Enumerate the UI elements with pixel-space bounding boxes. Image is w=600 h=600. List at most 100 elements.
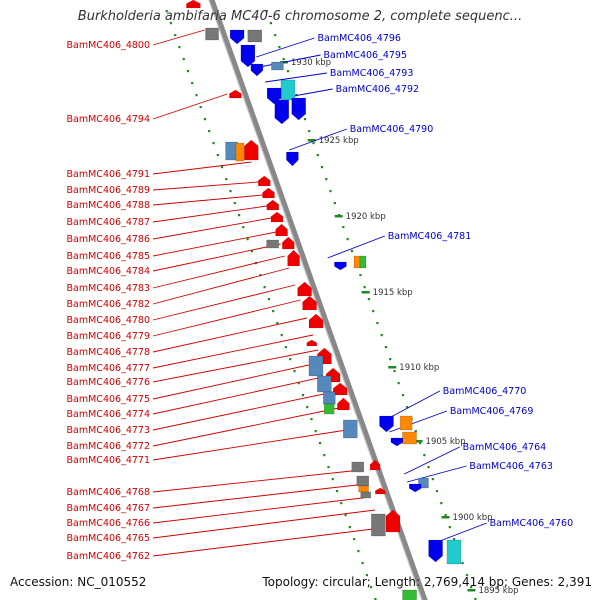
label-leader (265, 72, 327, 83)
gene-arrow (291, 97, 306, 121)
gene-block (356, 475, 370, 487)
gene-label-left: BamMC406_4785 (67, 251, 150, 262)
label-leader (152, 93, 228, 120)
kbp-tick-mark (334, 215, 343, 218)
guide-dot-left (238, 214, 241, 217)
gene-label-left: BamMC406_4782 (67, 299, 150, 310)
gene-label-left: BamMC406_4766 (67, 518, 150, 529)
gene-block (317, 375, 332, 393)
gene-arrow (229, 29, 245, 45)
guide-dot-left (272, 310, 275, 313)
gene-label-left: BamMC406_4776 (67, 377, 150, 388)
kbp-tick-mark (467, 589, 476, 592)
guide-dot-right (435, 490, 439, 493)
guide-dot-right (431, 478, 434, 481)
guide-dot-right (316, 154, 319, 157)
guide-dot-left (280, 334, 283, 337)
gene-label-right: BamMC406_4795 (324, 50, 407, 61)
gene-label-left: BamMC406_4772 (67, 441, 150, 452)
label-leader (152, 334, 314, 369)
guide-dot-right (333, 202, 336, 205)
gene-arrow (258, 175, 271, 187)
gene-arrow (250, 63, 264, 77)
gene-label-left: BamMC406_4762 (67, 551, 150, 562)
gene-arrow (297, 281, 312, 297)
gene-label-left: BamMC406_4783 (67, 283, 150, 294)
label-leader (152, 407, 339, 447)
label-leader (152, 255, 285, 289)
label-leader (152, 483, 366, 509)
gene-arrow (244, 139, 259, 161)
gene-block (371, 513, 386, 537)
gene-label-left: BamMC406_4800 (67, 40, 150, 51)
guide-dot-left (361, 562, 364, 565)
guide-dot-right (269, 22, 272, 25)
label-leader (152, 349, 319, 383)
label-leader (256, 37, 315, 58)
guide-dot-right (384, 346, 387, 349)
gene-label-left: BamMC406_4767 (67, 503, 150, 514)
gene-block (323, 403, 335, 415)
gene-label-left: BamMC406_4786 (67, 234, 150, 245)
gene-arrow (390, 437, 404, 447)
label-leader (152, 29, 205, 46)
backbone-line (209, 0, 428, 600)
guide-dot-left (340, 502, 343, 505)
gene-block (358, 485, 369, 493)
label-leader (289, 128, 347, 151)
guide-dot-left (165, 10, 168, 13)
guide-dot-left (293, 370, 296, 373)
label-leader (152, 391, 334, 431)
label-leader (389, 410, 448, 433)
gene-label-left: BamMC406_4778 (67, 347, 150, 358)
chromosome-backbone (208, 0, 428, 600)
label-leader (152, 375, 328, 415)
guide-dot-left (357, 550, 360, 553)
label-leader (152, 217, 272, 240)
gene-arrow (385, 509, 401, 533)
gene-arrow (274, 99, 290, 125)
guide-dot-left (335, 490, 339, 493)
guide-dot-left (182, 58, 185, 61)
guide-dot-left (203, 118, 207, 121)
guide-dot-left (263, 286, 266, 289)
gene-label-left: BamMC406_4768 (67, 487, 150, 498)
kbp-tick-label: 1915 kbp (373, 288, 413, 298)
guide-dot-right (406, 406, 409, 409)
guide-dot-right (312, 142, 315, 145)
gene-label-left: BamMC406_4765 (67, 533, 150, 544)
label-leader (152, 469, 361, 493)
label-leader (152, 243, 281, 272)
guide-dot-left (229, 190, 232, 193)
gene-label-right: BamMC406_4763 (469, 461, 552, 472)
guide-dot-left (344, 514, 347, 517)
label-leader (152, 496, 371, 524)
gene-arrow (287, 249, 300, 267)
gene-block (351, 461, 365, 473)
gene-arrow (428, 539, 443, 563)
label-leader (152, 205, 268, 223)
kbp-tick-label: 1900 kbp (453, 513, 493, 523)
label-leader (152, 231, 277, 257)
guide-dot-left (233, 202, 236, 205)
guide-dot-left (314, 430, 317, 433)
guide-dot-right (265, 10, 268, 13)
gene-block (399, 415, 413, 431)
guide-dot-right (274, 34, 277, 37)
kbp-tick-label: 1920 kbp (346, 212, 386, 222)
gene-label-left: BamMC406_4780 (67, 315, 150, 326)
guide-dot-left (250, 250, 253, 253)
gene-block (360, 491, 372, 499)
guide-dot-left (327, 466, 330, 469)
guide-dot-right (397, 382, 400, 385)
gene-arrow (308, 313, 324, 329)
guide-dot-left (318, 442, 322, 445)
label-leader (406, 465, 467, 483)
guide-dot-left (365, 574, 368, 577)
guide-dot-right (282, 58, 285, 61)
guide-dot-right (414, 430, 417, 433)
gene-arrow (262, 187, 275, 199)
gene-label-left: BamMC406_4773 (67, 425, 150, 436)
guide-dot-right (350, 250, 353, 253)
guide-dot-left (276, 322, 279, 325)
